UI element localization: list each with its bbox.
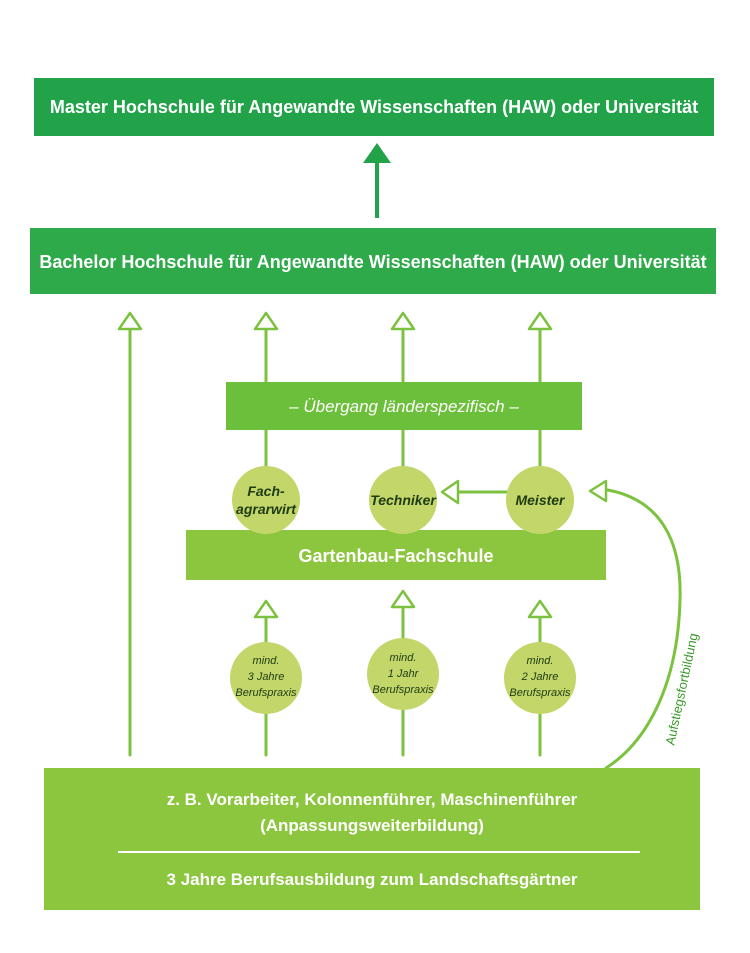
aufstieg-arrowhead	[588, 479, 608, 503]
fachschule-label: Gartenbau-Fachschule	[298, 546, 493, 566]
transition-to-bachelor-arrowhead-1	[253, 311, 279, 331]
base-adaptation-label: (Anpassungsweiterbildung)	[260, 816, 484, 835]
transition-to-bachelor-arrowhead-3	[527, 311, 553, 331]
practice-left-line1: mind.	[253, 655, 280, 667]
practice-center-line3: Berufspraxis	[372, 684, 434, 696]
techniker-circle: Techniker	[369, 466, 437, 534]
base-box: z. B. Vorarbeiter, Kolonnenführer, Masch…	[44, 768, 700, 910]
master-label: Master Hochschule für Angewandte Wissens…	[50, 97, 698, 117]
practice-center-line2: 1 Jahr	[388, 668, 420, 680]
fachagrarwirt-label-line1: Fach-	[247, 483, 285, 499]
fachagrarwirt-label-line2: agrarwirt	[236, 501, 297, 517]
transition-to-bachelor-arrowhead-2	[390, 311, 416, 331]
base-roles-label: z. B. Vorarbeiter, Kolonnenführer, Masch…	[167, 790, 578, 809]
bachelor-box: Bachelor Hochschule für Angewandte Wisse…	[30, 228, 716, 294]
practice-right-line3: Berufspraxis	[509, 687, 571, 699]
meister-to-techniker-arrowhead	[440, 479, 460, 505]
master-box: Master Hochschule für Angewandte Wissens…	[34, 78, 714, 136]
fachagrarwirt-circle: Fach- agrarwirt	[232, 466, 300, 534]
practice-left-line3: Berufspraxis	[235, 687, 297, 699]
meister-circle: Meister	[506, 466, 574, 534]
practice-right-circle: mind. 2 Jahre Berufspraxis	[504, 642, 576, 714]
aufstiegsfortbildung-label: Aufstiegsfortbildung	[662, 632, 700, 747]
practice-center-line1: mind.	[390, 652, 417, 664]
techniker-label: Techniker	[370, 492, 437, 508]
practice-right-arrowhead	[527, 599, 553, 619]
bachelor-label: Bachelor Hochschule für Angewandte Wisse…	[39, 252, 706, 272]
practice-right-line1: mind.	[527, 655, 554, 667]
connectors	[117, 143, 682, 770]
transition-bar: – Übergang länderspezifisch –	[226, 382, 582, 430]
bachelor-to-master-arrowhead	[363, 143, 391, 163]
practice-left-line2: 3 Jahre	[248, 671, 285, 683]
base-to-bachelor-arrowhead	[117, 311, 143, 331]
practice-right-line2: 2 Jahre	[521, 671, 559, 683]
meister-label: Meister	[515, 492, 566, 508]
aufstieg-curve	[604, 488, 682, 770]
practice-left-arrowhead	[253, 599, 279, 619]
fachschule-bar: Gartenbau-Fachschule	[186, 530, 606, 580]
practice-center-circle: mind. 1 Jahr Berufspraxis	[367, 638, 439, 710]
practice-center-arrowhead	[390, 589, 416, 609]
practice-left-circle: mind. 3 Jahre Berufspraxis	[230, 642, 302, 714]
transition-label: – Übergang länderspezifisch –	[288, 397, 519, 416]
base-apprenticeship-label: 3 Jahre Berufsausbildung zum Landschafts…	[167, 870, 578, 889]
